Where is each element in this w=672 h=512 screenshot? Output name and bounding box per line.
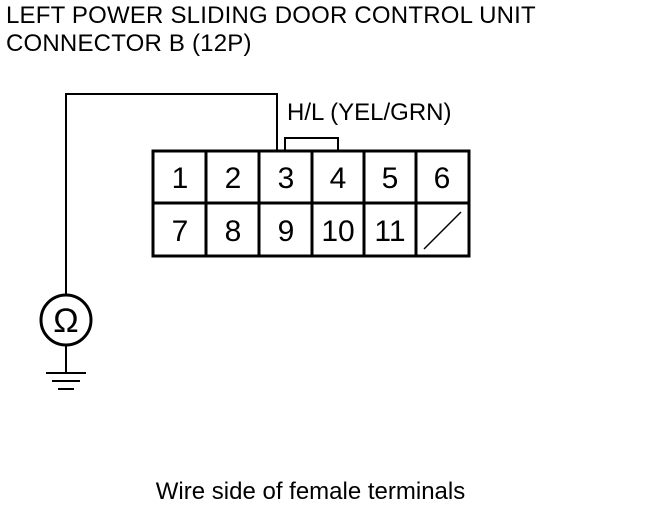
ohmmeter-symbol: Ω: [53, 302, 78, 340]
diagram-title: LEFT POWER SLIDING DOOR CONTROL UNIT CON…: [6, 2, 536, 58]
terminal-number: 6: [434, 162, 451, 195]
terminal-number: 11: [374, 215, 405, 248]
terminal-number: 4: [330, 162, 347, 195]
terminal-number: 9: [278, 215, 295, 248]
diagram-caption: Wire side of female terminals: [155, 478, 466, 505]
unused-cavity-slash: [423, 211, 462, 250]
terminal-number: 3: [278, 162, 295, 195]
terminal-number: 10: [321, 215, 354, 248]
title-line-2: CONNECTOR B (12P): [6, 30, 252, 57]
terminal-number: 8: [225, 215, 242, 248]
terminal-row-1: 1 2 3 4 5 6: [172, 162, 451, 195]
terminal-number: 2: [225, 162, 242, 195]
ohmmeter-icon: Ω: [39, 293, 93, 347]
terminal-number: 1: [172, 162, 189, 195]
terminal-number: 5: [382, 162, 399, 195]
probe-wire: [65, 93, 278, 294]
connector-body: [151, 149, 471, 258]
connector-lock-tab: [284, 137, 339, 152]
terminal-number: 7: [172, 215, 189, 248]
terminal-row-2: 7 8 9 10 11: [172, 215, 406, 248]
wire-label: H/L (YEL/GRN): [287, 99, 451, 126]
title-line-1: LEFT POWER SLIDING DOOR CONTROL UNIT: [6, 2, 536, 29]
ground-icon: [46, 372, 86, 390]
